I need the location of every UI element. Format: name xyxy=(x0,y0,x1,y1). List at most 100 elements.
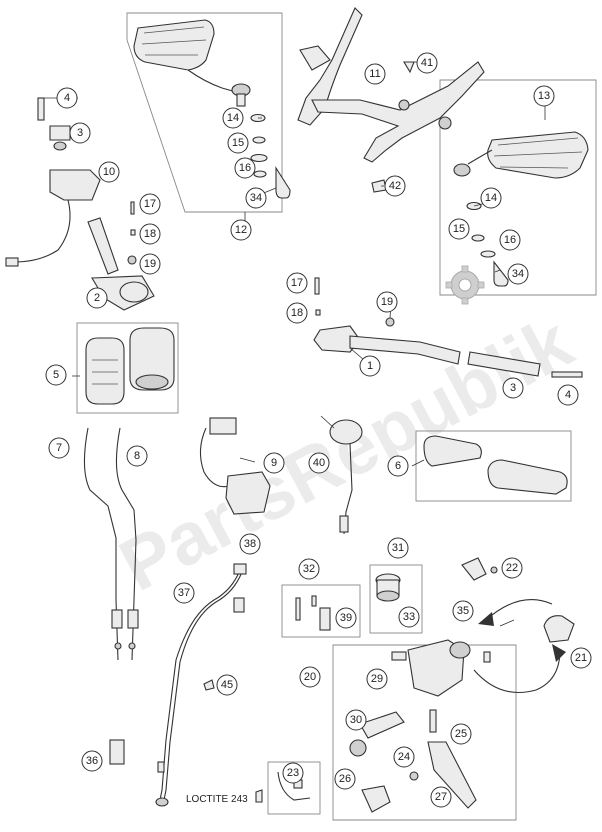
callout-45: 45 xyxy=(216,674,238,696)
callout-38: 38 xyxy=(239,533,261,555)
callout-label: 42 xyxy=(389,180,401,192)
callout-label: 9 xyxy=(271,457,277,469)
callout-12: 12 xyxy=(230,219,252,241)
callout-label: 6 xyxy=(395,460,401,472)
rotation-arrow-icon xyxy=(473,599,566,694)
callout-label: 8 xyxy=(134,450,140,462)
callout-40: 40 xyxy=(308,452,330,474)
callout-label: 34 xyxy=(250,192,262,204)
callout-label: 34 xyxy=(512,268,524,280)
brake-master-cylinder xyxy=(349,639,491,813)
callout-31: 31 xyxy=(387,537,409,559)
throttle-cables xyxy=(83,427,139,661)
frame-right-mirror xyxy=(439,79,597,296)
callout-15: 15 xyxy=(448,218,470,240)
reservoir-31 xyxy=(375,573,401,602)
callout-label: 5 xyxy=(53,369,59,381)
switch-unit xyxy=(199,417,271,515)
callout-label: 18 xyxy=(291,307,303,319)
frame-grips-left xyxy=(76,322,179,414)
callout-42: 42 xyxy=(384,175,406,197)
small-parts-32 xyxy=(295,595,331,631)
handlebar xyxy=(313,277,583,378)
callout-label: 36 xyxy=(86,755,98,767)
callout-35: 35 xyxy=(452,600,474,622)
loctite-marker xyxy=(255,789,263,803)
callout-label: 4 xyxy=(64,92,70,104)
callout-label: 35 xyxy=(457,605,469,617)
callout-14: 14 xyxy=(480,187,502,209)
callout-label: 15 xyxy=(453,223,465,235)
callout-14: 14 xyxy=(222,107,244,129)
callout-39: 39 xyxy=(335,607,357,629)
callout-34: 34 xyxy=(245,187,267,209)
callout-label: 15 xyxy=(232,137,244,149)
callout-3: 3 xyxy=(69,122,91,144)
callout-label: 10 xyxy=(103,166,115,178)
callout-label: 45 xyxy=(221,679,233,691)
callout-15: 15 xyxy=(227,132,249,154)
callout-label: 30 xyxy=(350,714,362,726)
callout-16: 16 xyxy=(499,229,521,251)
callout-label: 33 xyxy=(403,611,415,623)
left-throttle-parts xyxy=(5,97,155,311)
callout-4: 4 xyxy=(557,384,579,406)
callout-26: 26 xyxy=(334,768,356,790)
callout-1: 1 xyxy=(359,355,381,377)
right-grips xyxy=(423,435,568,495)
callout-label: 17 xyxy=(144,198,156,210)
callout-25: 25 xyxy=(450,723,472,745)
callout-label: 19 xyxy=(381,296,393,308)
callout-label: 1 xyxy=(367,360,373,372)
callout-label: 16 xyxy=(239,162,251,174)
callout-label: 31 xyxy=(392,542,404,554)
callout-19: 19 xyxy=(139,253,161,275)
frame-left-mirror xyxy=(126,12,283,213)
callout-18: 18 xyxy=(286,302,308,324)
callout-2: 2 xyxy=(86,287,108,309)
callout-label: 3 xyxy=(510,382,516,394)
callout-label: 11 xyxy=(369,68,380,80)
callout-34: 34 xyxy=(507,263,529,285)
frame-part-23 xyxy=(267,761,321,815)
callout-9: 9 xyxy=(263,452,285,474)
bolt-45 xyxy=(203,679,215,691)
callout-label: 17 xyxy=(291,277,303,289)
callout-21: 21 xyxy=(570,647,592,669)
callout-7: 7 xyxy=(48,437,70,459)
callout-label: 2 xyxy=(94,292,100,304)
callout-6: 6 xyxy=(387,455,409,477)
callout-5: 5 xyxy=(45,364,67,386)
callout-3: 3 xyxy=(502,377,524,399)
callout-29: 29 xyxy=(366,668,388,690)
callout-13: 13 xyxy=(533,85,555,107)
mirror-right xyxy=(453,131,589,287)
callout-label: 18 xyxy=(144,228,156,240)
callout-label: 26 xyxy=(339,773,351,785)
callout-label: 20 xyxy=(304,671,316,683)
callout-label: 19 xyxy=(144,258,156,270)
callout-label: 29 xyxy=(371,673,383,685)
callout-label: 7 xyxy=(56,442,62,454)
callout-24: 24 xyxy=(393,746,415,768)
small-part-36 xyxy=(109,739,125,765)
callout-41: 41 xyxy=(416,52,438,74)
callout-label: 21 xyxy=(575,652,587,664)
callout-16: 16 xyxy=(234,157,256,179)
callout-labels: 1233445678910111213141415151616171718181… xyxy=(45,52,592,808)
callout-33: 33 xyxy=(398,606,420,628)
callout-22: 22 xyxy=(501,557,523,579)
callout-36: 36 xyxy=(81,750,103,772)
callout-label: 3 xyxy=(77,127,83,139)
brake-hose xyxy=(155,563,247,807)
callout-label: 24 xyxy=(398,751,410,763)
frame-part-31 xyxy=(369,564,423,634)
callout-label: 12 xyxy=(235,224,247,236)
callout-18: 18 xyxy=(139,223,161,245)
callout-32: 32 xyxy=(298,558,320,580)
callout-label: 4 xyxy=(565,389,571,401)
mirror-left-small-parts xyxy=(250,113,291,199)
callout-label: 16 xyxy=(504,234,516,246)
callout-label: 22 xyxy=(506,562,518,574)
